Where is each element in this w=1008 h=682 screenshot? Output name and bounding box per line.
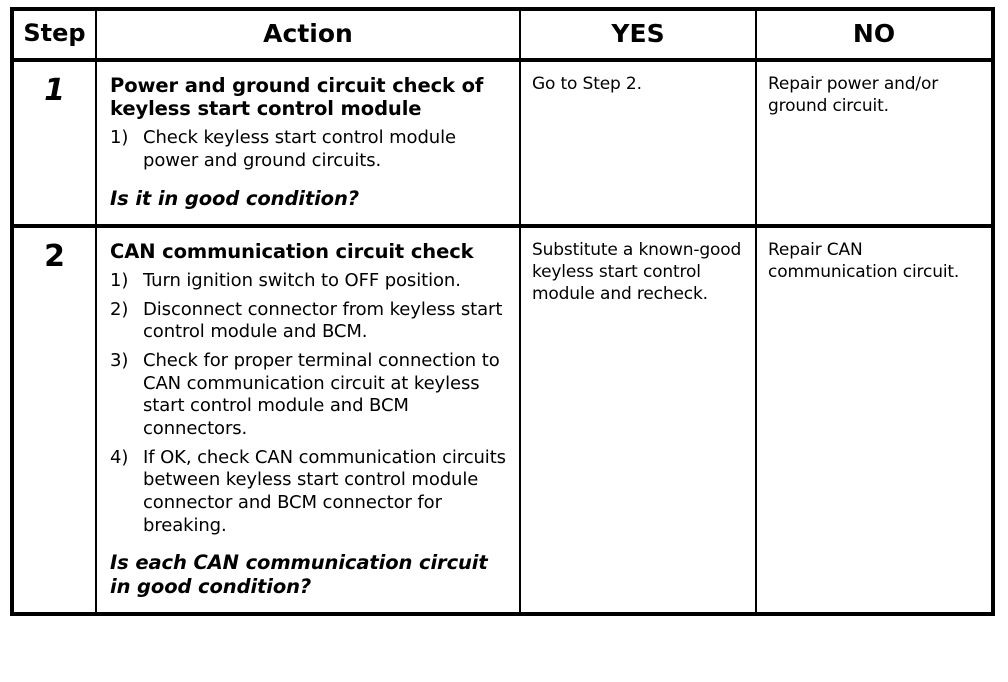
list-item-text: If OK, check CAN communication circuits … (143, 446, 506, 536)
action-step-list: 1) Check keyless start control module po… (110, 127, 509, 172)
yes-cell: Go to Step 2. (519, 59, 757, 228)
step-number: 1 (44, 73, 65, 109)
yes-text: Substitute a known-good keyless start co… (532, 239, 742, 305)
column-header-action: Action (95, 7, 521, 63)
column-header-no: NO (755, 7, 994, 63)
action-question: Is it in good condition? (110, 186, 359, 210)
list-item-marker: 1) (110, 269, 129, 291)
table-row: 2 CAN communication circuit check 1) Tur… (11, 224, 994, 616)
list-item-text: Disconnect connector from keyless start … (143, 298, 503, 343)
action-cell: Power and ground circuit check of keyles… (95, 59, 521, 228)
list-item: 4) If OK, check CAN communication circui… (110, 447, 509, 538)
column-header-action-label: Action (263, 19, 353, 48)
column-header-step-label: Step (23, 19, 86, 47)
action-title: Power and ground circuit check of keyles… (110, 74, 484, 121)
column-header-no-label: NO (852, 19, 896, 48)
action-cell: CAN communication circuit check 1) Turn … (95, 224, 521, 616)
table-header-row: Step Action YES NO (11, 7, 994, 63)
no-cell: Repair power and/or ground circuit. (755, 59, 994, 228)
list-item-text: Turn ignition switch to OFF position. (143, 269, 461, 291)
no-cell: Repair CAN communication circuit. (755, 224, 994, 616)
no-text: Repair power and/or ground circuit. (768, 74, 939, 117)
list-item: 3) Check for proper terminal connection … (110, 350, 509, 441)
list-item-marker: 3) (110, 350, 129, 371)
yes-cell: Substitute a known-good keyless start co… (519, 224, 757, 616)
list-item-marker: 2) (110, 298, 129, 320)
list-item-marker: 4) (110, 446, 129, 468)
list-item-text: Check keyless start control module power… (143, 127, 456, 171)
column-header-yes: YES (519, 7, 757, 63)
action-step-list: 1) Turn ignition switch to OFF position.… (110, 270, 509, 537)
table-row: 1 Power and ground circuit check of keyl… (11, 59, 994, 228)
list-item: 2) Disconnect connector from keyless sta… (110, 299, 509, 344)
column-header-yes-label: YES (611, 19, 665, 48)
yes-text: Go to Step 2. (532, 74, 642, 95)
action-title: CAN communication circuit check (110, 239, 474, 263)
no-text: Repair CAN communication circuit. (768, 239, 960, 283)
list-item: 1) Check keyless start control module po… (110, 127, 509, 172)
column-header-step: Step (11, 7, 97, 63)
list-item: 1) Turn ignition switch to OFF position. (110, 270, 509, 293)
step-cell: 2 (11, 224, 97, 616)
list-item-marker: 1) (110, 127, 129, 149)
list-item-text: Check for proper terminal connection to … (143, 350, 500, 440)
action-question: Is each CAN communication circuit in goo… (110, 551, 488, 598)
step-number: 2 (44, 238, 65, 274)
diagnostic-flow-table: Step Action YES NO 1 (10, 7, 995, 617)
step-cell: 1 (11, 59, 97, 228)
